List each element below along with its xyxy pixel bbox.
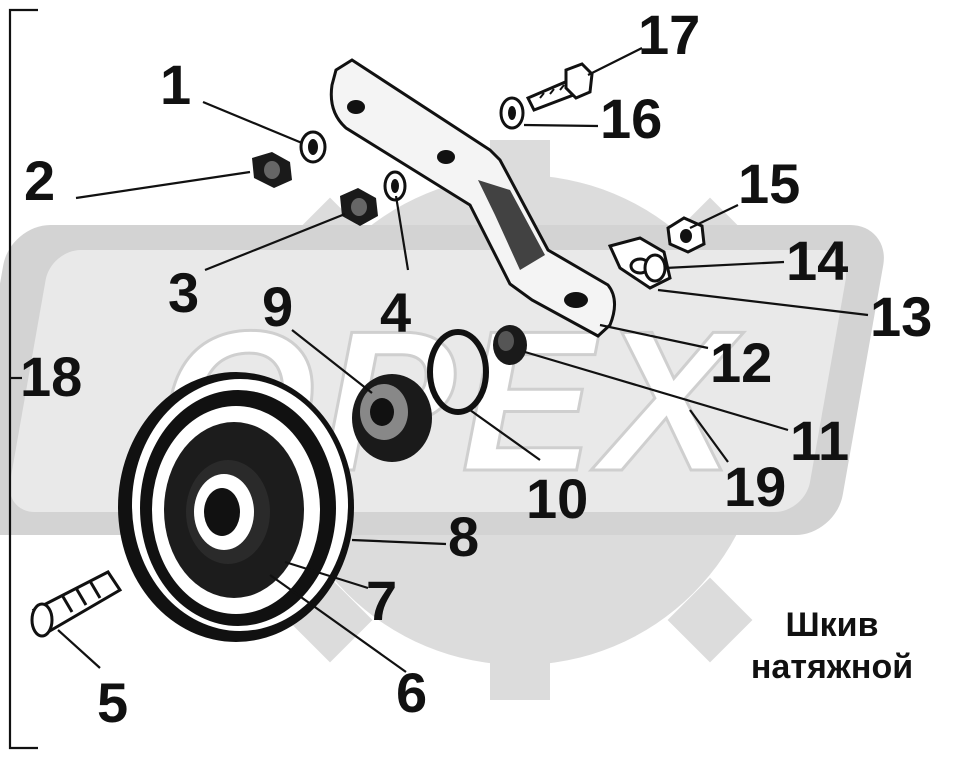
leader-2 [75, 170, 251, 200]
callout-16: 16 [600, 87, 662, 150]
callout-11: 11 [790, 409, 849, 472]
callout-15: 15 [738, 152, 800, 215]
callout-17: 17 [638, 3, 700, 66]
leader-lines [57, 47, 869, 673]
callout-2: 2 [24, 149, 55, 212]
leader-15 [689, 204, 739, 229]
snap-ring [427, 329, 489, 415]
callout-1: 1 [160, 53, 191, 116]
callout-19: 19 [724, 455, 786, 518]
callout-13: 13 [870, 285, 932, 348]
leader-14 [664, 260, 785, 270]
pulley-hub [186, 460, 270, 564]
bracket-plate [329, 58, 616, 338]
leader-16 [523, 123, 599, 128]
axle-pin [30, 570, 123, 638]
washer-lock [643, 253, 667, 283]
callout-6: 6 [396, 661, 427, 724]
bolt [525, 62, 594, 112]
leader-3 [204, 212, 346, 272]
leader-11 [524, 350, 789, 432]
callout-14: 14 [786, 229, 848, 292]
leader-7 [284, 560, 369, 590]
callout-10: 10 [526, 467, 588, 530]
leader-19 [689, 409, 729, 463]
leader-8 [351, 538, 447, 546]
callout-18: 18 [20, 345, 82, 408]
leader-10 [469, 409, 541, 461]
callout-8: 8 [448, 505, 479, 568]
callout-9: 9 [262, 275, 293, 338]
callout-7: 7 [366, 569, 397, 632]
bushing [493, 325, 527, 365]
bearing [352, 374, 432, 462]
leader-5 [57, 629, 101, 669]
leader-4 [394, 195, 410, 271]
leader-13 [657, 288, 869, 317]
callout-labels: 1 2 3 4 5 6 7 8 9 10 11 12 13 14 15 16 1… [20, 3, 932, 734]
leader-6 [269, 574, 407, 673]
leader-12 [599, 323, 709, 350]
caption-line-2: натяжной [751, 648, 913, 686]
leader-17 [587, 47, 643, 76]
callout-3: 3 [168, 261, 199, 324]
caption: Шкив натяжной [751, 606, 913, 686]
pulley [118, 372, 354, 642]
pulley-bore [204, 488, 240, 536]
callout-12: 12 [710, 331, 772, 394]
leader-9 [291, 329, 373, 394]
leader-1 [202, 100, 303, 145]
callout-4: 4 [380, 281, 411, 344]
callout-5: 5 [97, 671, 128, 734]
caption-line-1: Шкив [786, 606, 879, 644]
